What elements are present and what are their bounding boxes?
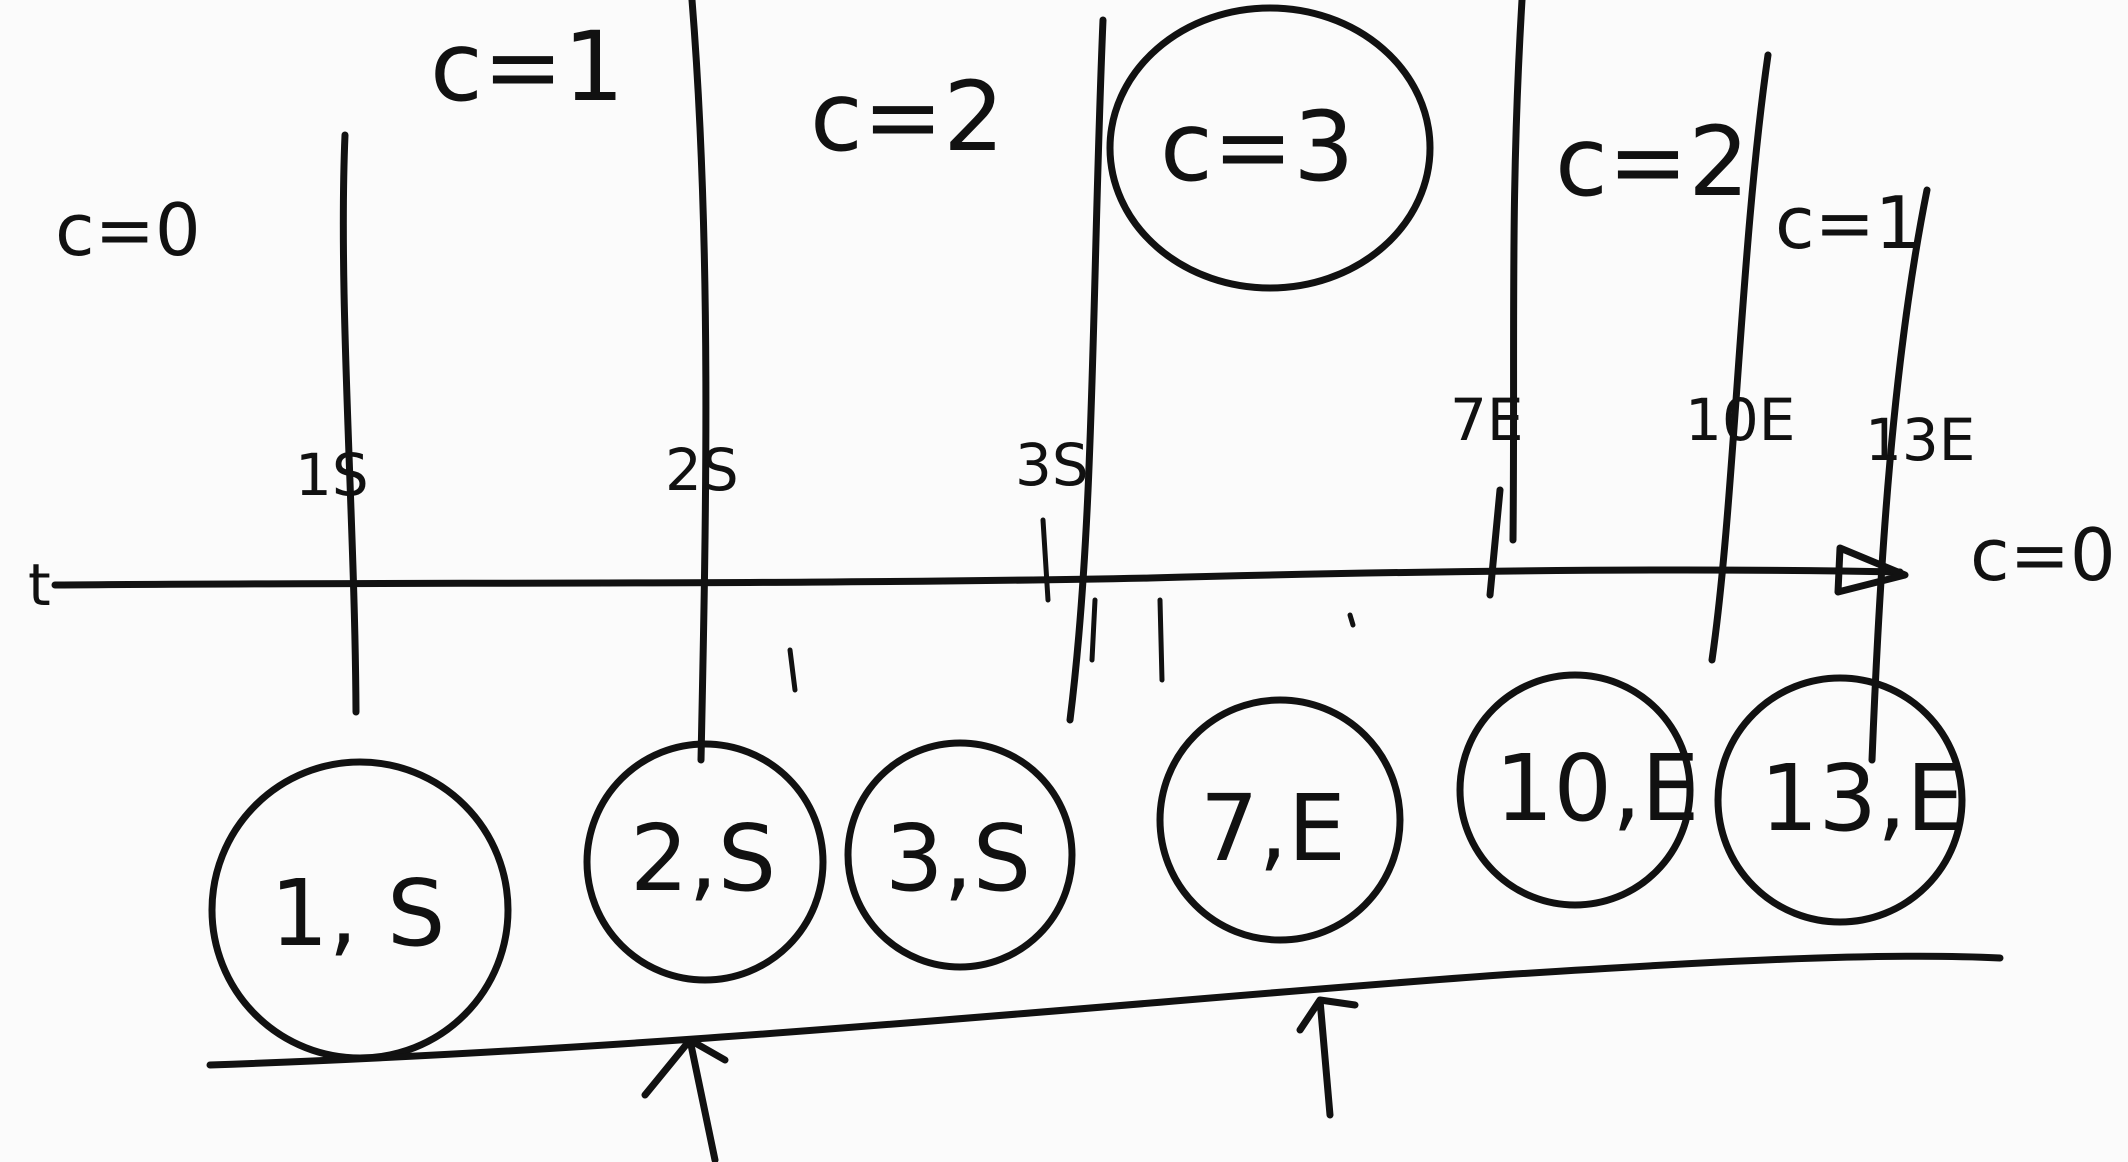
axis-arrow-icon (1834, 544, 1909, 596)
event-label-1: 1, S (270, 860, 445, 967)
tick-label-3: 3S (1015, 431, 1089, 499)
sweep-line-6 (1868, 186, 1931, 764)
count-label-4: c=2 (1555, 106, 1749, 218)
tick-mark-2 (787, 647, 798, 693)
highlight-circle (1106, 4, 1434, 292)
event-label-2: 2,S (630, 805, 776, 912)
count-label-0: c=0 (55, 188, 201, 272)
event-circle-3 (844, 739, 1076, 971)
event-circle-5 (1456, 671, 1694, 909)
pointer-arrow-1-icon (641, 1036, 729, 1162)
sorted-list-underline (206, 952, 2004, 1069)
count-label-6: c=0 (1970, 513, 2116, 597)
event-label-4: 7,E (1200, 775, 1346, 882)
event-circle-2 (583, 740, 827, 984)
sweep-line-4 (1486, 0, 1526, 599)
sweep-line-2 (688, 0, 710, 764)
tick-label-4: 7E (1450, 386, 1524, 454)
event-label-3: 3,S (885, 805, 1031, 912)
count-label-2: c=2 (810, 61, 1004, 173)
count-label-5: c=1 (1775, 181, 1921, 265)
tick-label-5: 10E (1685, 386, 1795, 454)
axis-start-label: t (28, 551, 51, 619)
sweep-line-3 (1066, 16, 1107, 724)
tick-mark-3 (1347, 612, 1356, 628)
count-label-3: c=3 (1160, 91, 1354, 203)
pointer-arrow-2-icon (1296, 996, 1359, 1119)
tick-label-1: 1S (295, 441, 369, 509)
event-circle-6 (1714, 674, 1966, 926)
event-circle-4 (1156, 696, 1404, 944)
event-label-5: 10,E (1495, 735, 1699, 842)
count-label-1: c=1 (430, 11, 624, 123)
tick-label-2: 2S (665, 436, 739, 504)
sweep-line-1 (339, 131, 360, 716)
timeline-axis (51, 566, 1904, 589)
event-label-6: 13,E (1760, 745, 1964, 852)
sweep-line-5 (1708, 51, 1772, 664)
tick-label-6: 13E (1865, 406, 1975, 474)
tick-mark-1 (1040, 517, 1165, 683)
